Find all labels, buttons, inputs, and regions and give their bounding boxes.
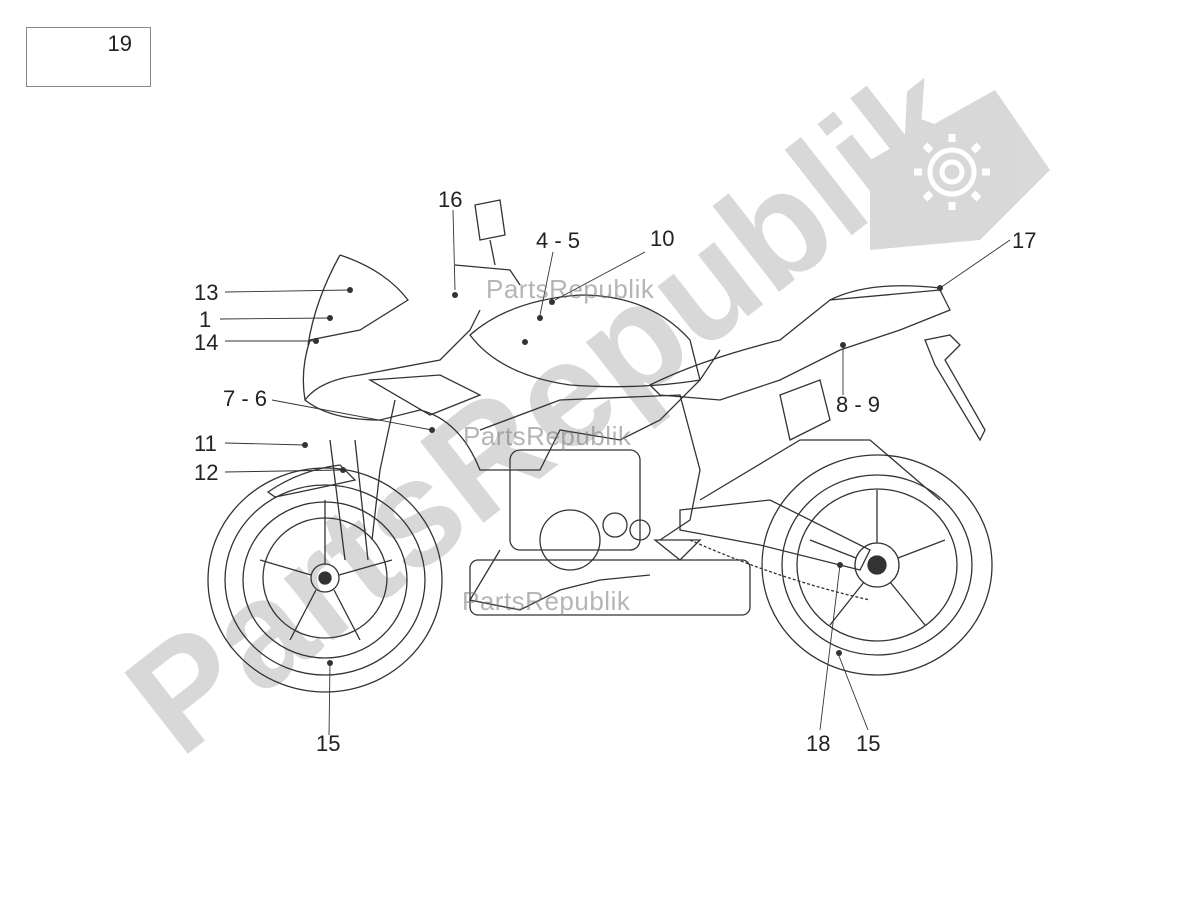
callout-leaders bbox=[219, 209, 1011, 736]
callout-17: 17 bbox=[1012, 228, 1037, 253]
license-bracket bbox=[924, 334, 986, 442]
reference-number: 19 bbox=[107, 31, 132, 56]
callout-8-9: 8 - 9 bbox=[836, 392, 881, 417]
front-fender bbox=[266, 464, 357, 498]
callout-1: 1 bbox=[199, 307, 212, 332]
chain bbox=[689, 539, 871, 601]
gear-icon bbox=[914, 134, 990, 210]
callout-10: 10 bbox=[650, 226, 675, 251]
front-fairing bbox=[302, 254, 721, 471]
swingarm bbox=[679, 499, 871, 571]
watermark-text-2: PartsRepublik bbox=[463, 421, 632, 451]
fuel-tank bbox=[469, 294, 701, 388]
mirror bbox=[474, 199, 506, 241]
callout-15-front: 15 bbox=[316, 731, 341, 756]
watermark-text-3: PartsRepublik bbox=[462, 586, 631, 616]
rear-wheel bbox=[761, 454, 993, 676]
callout-7-6: 7 - 6 bbox=[223, 386, 268, 411]
reference-box: 19 bbox=[26, 27, 151, 87]
engine bbox=[468, 449, 751, 616]
watermark-text-1: PartsRepublik bbox=[486, 274, 655, 304]
front-fork bbox=[329, 439, 369, 561]
callout-16: 16 bbox=[438, 187, 463, 212]
callout-dots bbox=[302, 285, 943, 666]
callout-4-5: 4 - 5 bbox=[536, 228, 581, 253]
footpeg bbox=[653, 539, 702, 561]
motorcycle-drawing bbox=[207, 199, 993, 693]
callout-12: 12 bbox=[194, 460, 219, 485]
callout-14: 14 bbox=[194, 330, 219, 355]
callout-13: 13 bbox=[194, 280, 219, 305]
frame bbox=[479, 394, 701, 541]
callout-11: 11 bbox=[194, 431, 217, 456]
callout-15-rear: 15 bbox=[856, 731, 881, 756]
callout-18: 18 bbox=[806, 731, 831, 756]
seat-tail bbox=[648, 289, 951, 401]
